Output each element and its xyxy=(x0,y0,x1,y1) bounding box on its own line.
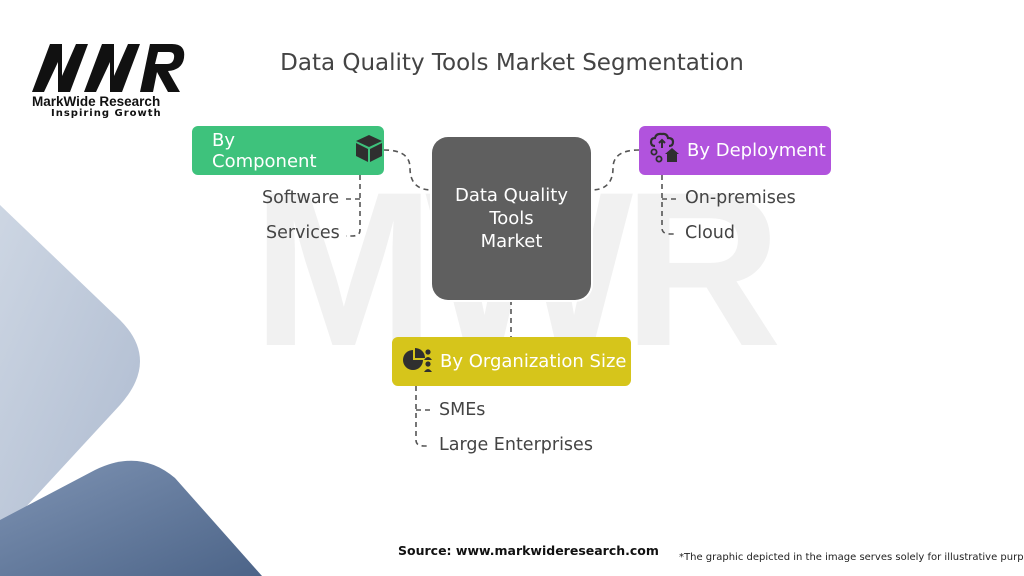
branch-deployment xyxy=(661,175,676,235)
title-text: Data Quality Tools Market Segmentation xyxy=(280,50,744,76)
segment-organization-label: By Organization Size xyxy=(440,351,627,372)
center-line-3: Market xyxy=(480,231,543,252)
logo-mark xyxy=(32,44,185,92)
connector-component xyxy=(383,149,433,191)
branch-component xyxy=(346,175,361,237)
segment-deployment: By Deployment xyxy=(639,126,831,175)
pie-people-icon xyxy=(402,344,432,379)
center-node: Data Quality Tools Market xyxy=(432,137,591,300)
disclaimer-note: *The graphic depicted in the image serve… xyxy=(679,552,1024,563)
org-item-large-enterprises: Large Enterprises xyxy=(439,435,593,455)
branch-org xyxy=(415,386,430,447)
brand-name: MarkWide Research xyxy=(32,94,161,109)
page-title: Data Quality Tools Market Segmentation xyxy=(0,50,1024,76)
brand-tagline: Inspiring Growth xyxy=(51,108,162,119)
center-line-2: Tools xyxy=(489,208,534,229)
segment-component: By Component xyxy=(192,126,384,175)
segment-organization: By Organization Size xyxy=(392,337,631,386)
org-item-smes: SMEs xyxy=(439,400,486,420)
deployment-item-onpremises: On-premises xyxy=(685,188,796,208)
box-icon xyxy=(354,133,384,168)
connector-deployment xyxy=(590,149,640,191)
component-item-software: Software xyxy=(262,188,340,208)
center-line-1: Data Quality xyxy=(454,185,569,206)
source-credit: Source: www.markwideresearch.com xyxy=(398,543,659,558)
decor-shape-dark xyxy=(0,460,262,576)
deployment-item-cloud: Cloud xyxy=(685,223,735,243)
segment-component-label: By Component xyxy=(212,129,317,172)
decor-shape-light xyxy=(0,205,140,535)
logo xyxy=(28,38,193,101)
cloud-home-icon xyxy=(649,132,679,169)
segment-deployment-label: By Deployment xyxy=(687,140,826,161)
component-item-services: Services xyxy=(266,223,340,243)
